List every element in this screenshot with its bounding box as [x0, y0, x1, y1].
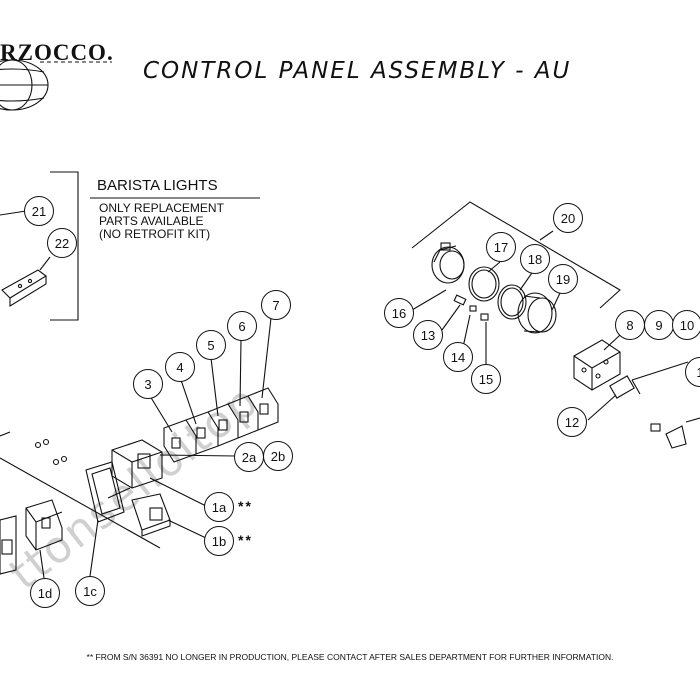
- footer-note: ** FROM S/N 36391 NO LONGER IN PRODUCTIO…: [86, 652, 614, 662]
- barista-lights-line-3: (NO RETROFIT KIT): [99, 227, 211, 241]
- callout-16: 16: [384, 298, 414, 328]
- barista-lights-heading: BARISTA LIGHTS: [97, 177, 218, 194]
- rotary-selector-switch: [573, 339, 635, 399]
- callout-20: 20: [553, 203, 583, 233]
- callout-19: 19: [548, 264, 578, 294]
- barista-light-strip: [1, 269, 47, 307]
- brand-logo-text: RZOCCO.: [0, 40, 114, 65]
- callout-4: 4: [165, 352, 195, 382]
- gauge-bezel: [517, 292, 557, 334]
- callout-3: 3: [133, 369, 163, 399]
- switch-frame: [85, 461, 125, 523]
- o-ring: [468, 266, 500, 302]
- callout-17: 17: [486, 232, 516, 262]
- callout-8: 8: [615, 310, 645, 340]
- toggle-switch-1b: [131, 493, 171, 537]
- callout-2b: 2b: [263, 441, 293, 471]
- callout-12: 12: [557, 407, 587, 437]
- gauge-housing: [431, 242, 465, 284]
- callout-1b: 1b: [204, 526, 234, 556]
- callout-13: 13: [413, 320, 443, 350]
- logo-globe-icon: [0, 59, 112, 111]
- callout-22: 22: [47, 228, 77, 258]
- callout-18: 18: [520, 244, 550, 274]
- switch-1d: [25, 499, 63, 551]
- callout-1c: 1c: [75, 576, 105, 606]
- callout-1d: 1d: [30, 578, 60, 608]
- switch-partial-left: [0, 515, 17, 575]
- star-note-1b: **: [238, 532, 253, 548]
- rocker-switch-row: [163, 387, 279, 463]
- callout-2a: 2a: [234, 442, 264, 472]
- callout-21: 21: [24, 196, 54, 226]
- page-title: CONTROL PANEL ASSEMBLY - AU: [143, 58, 572, 84]
- callout-7: 7: [261, 290, 291, 320]
- callout-5: 5: [196, 330, 226, 360]
- callout-10: 10: [672, 310, 700, 340]
- callout-14: 14: [443, 342, 473, 372]
- barista-lights-line-2: PARTS AVAILABLE: [99, 214, 204, 228]
- callout-1a: 1a: [204, 492, 234, 522]
- barista-lights-line-1: ONLY REPLACEMENT: [99, 201, 224, 215]
- star-note-1a: **: [238, 498, 253, 514]
- callout-6: 6: [227, 311, 257, 341]
- ring-seal: [497, 284, 527, 320]
- gauge-fittings: [453, 294, 489, 321]
- callout-15: 15: [471, 364, 501, 394]
- callout-9: 9: [644, 310, 674, 340]
